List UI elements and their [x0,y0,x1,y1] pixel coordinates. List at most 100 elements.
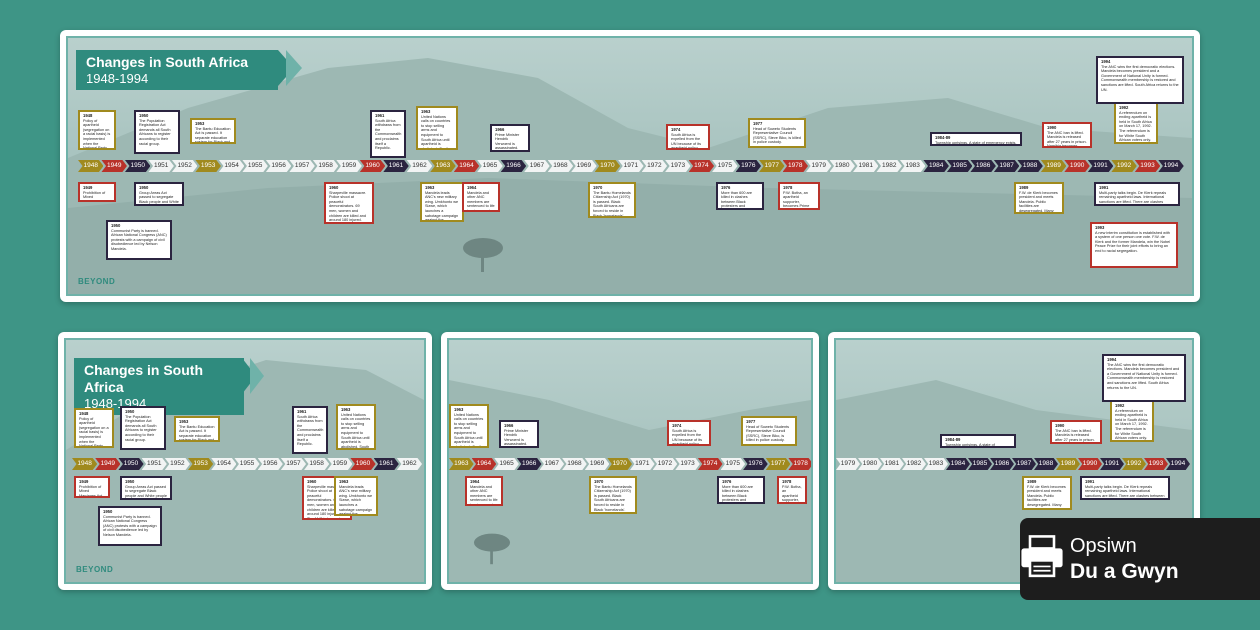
year-marker: 1988 [1017,160,1043,172]
event-year: 1977 [753,121,763,126]
event-text: Policy of apartheid (segregation on a ra… [83,118,111,150]
event-text: The ANC ban is lifted. Mandela is releas… [1055,428,1095,442]
event-year: 1970 [594,479,604,484]
year-marker: 1958 [304,458,330,470]
year-marker: 1970 [607,458,632,470]
event-year: 1978 [782,479,792,484]
event-year: 1963 [454,407,464,412]
event-text: The Bantu Education Act is passed. It se… [179,424,215,442]
beyond-logo: BEYOND [76,565,114,574]
event-text: Prohibition of Mixed Marriages Act is pa… [79,484,103,498]
event-year: 1963 [421,109,431,114]
event-text: More than 600 are killed in clashes betw… [722,484,754,503]
year-marker: 1982 [876,160,902,172]
tree-icon [463,238,503,272]
year-marker: 1976 [743,458,768,470]
event-text: The ANC wins the first democratic electi… [1107,362,1180,390]
event-text: The Bantu Homelands Citizenship Act (197… [593,190,631,218]
year-marker: 1978 [788,458,811,470]
year-marker: 1974 [688,160,715,172]
event-text: South Africa withdraws from the Commonwe… [375,118,402,151]
year-marker: 1962 [406,160,433,172]
event-year: 1950 [111,223,121,228]
year-marker: 1961 [373,458,399,470]
year-marker: 1985 [968,458,992,470]
event-year: 1992 [1119,105,1129,110]
year-marker: 1951 [148,160,174,172]
year-marker: 1950 [118,458,144,470]
year-marker: 1963 [449,458,474,470]
year-marker: 1969 [571,160,597,172]
year-marker: 1980 [858,458,882,470]
event-year: 1964 [470,479,480,484]
year-marker: 1982 [902,458,926,470]
year-marker: 1959 [327,458,353,470]
year-marker: 1987 [993,160,1020,172]
event-text: Township uprisings. A state of emergency… [945,442,995,447]
year-marker: 1970 [594,160,621,172]
year-marker: 1976 [735,160,762,172]
year-marker: 1992 [1111,160,1137,172]
year-marker: 1984 [923,160,949,172]
event-text: More than 600 are killed in clashes betw… [721,190,753,209]
event-year: 1994 [1101,59,1111,64]
event-text: Prime Minister Hendrik Verwoerd is assas… [504,428,529,447]
event-year: 1991 [1085,479,1095,484]
title-banner: Changes in South Africa 1948-1994 [76,50,278,90]
event-text: The ANC ban is lifted. Mandela is releas… [1047,130,1087,148]
event-year: 1984-89 [935,135,951,140]
full-timeline-card[interactable]: Changes in South Africa 1948-1994 BEYOND… [60,30,1200,302]
year-marker: 1956 [257,458,283,470]
year-marker: 1965 [477,160,503,172]
year-marker: 1991 [1087,160,1114,172]
black-white-option-badge[interactable]: Opsiwn Du a Gwyn [1020,518,1260,600]
year-marker: 1952 [171,160,198,172]
year-marker: 1953 [195,160,221,172]
year-marker: 1962 [396,458,423,470]
event-text: A new interim constitution is establishe… [1095,230,1171,253]
event-text: The Population Registration Act demands … [139,118,171,146]
event-text: A referendum on ending apartheid is held… [1119,110,1152,143]
event-year: 1966 [504,423,514,428]
event-year: 1989 [1027,479,1037,484]
year-marker: 1985 [946,160,973,172]
event-text: United Nations calls on countries to sto… [341,412,371,449]
event-text: Prime Minister Hendrik Verwoerd is assas… [495,132,520,151]
event-text: United Nations calls on countries to sto… [421,114,451,150]
event-text: Mandela leads ANC's new military wing. U… [425,190,459,222]
year-marker: 1989 [1040,160,1067,172]
year-marker: 1960 [359,160,386,172]
event-text: Sharpeville massacre. Police shoot at pe… [307,484,345,520]
year-marker: 1957 [289,160,315,172]
year-marker: 1948 [72,458,98,470]
event-text: United Nations calls on countries to sto… [454,412,484,448]
page-1-card[interactable]: Changes in South Africa 1948-1994 BEYOND… [58,332,432,590]
badge-line-2: Du a Gwyn [1070,560,1179,583]
year-marker: 1950 [124,160,151,172]
event-text: Head of Soweto Students Representative C… [753,126,801,145]
year-marker: 1949 [101,160,127,172]
event-text: Group Areas Act passed to segregate Blac… [125,484,168,498]
event-year: 1963 [341,407,351,412]
year-marker: 1961 [383,160,409,172]
